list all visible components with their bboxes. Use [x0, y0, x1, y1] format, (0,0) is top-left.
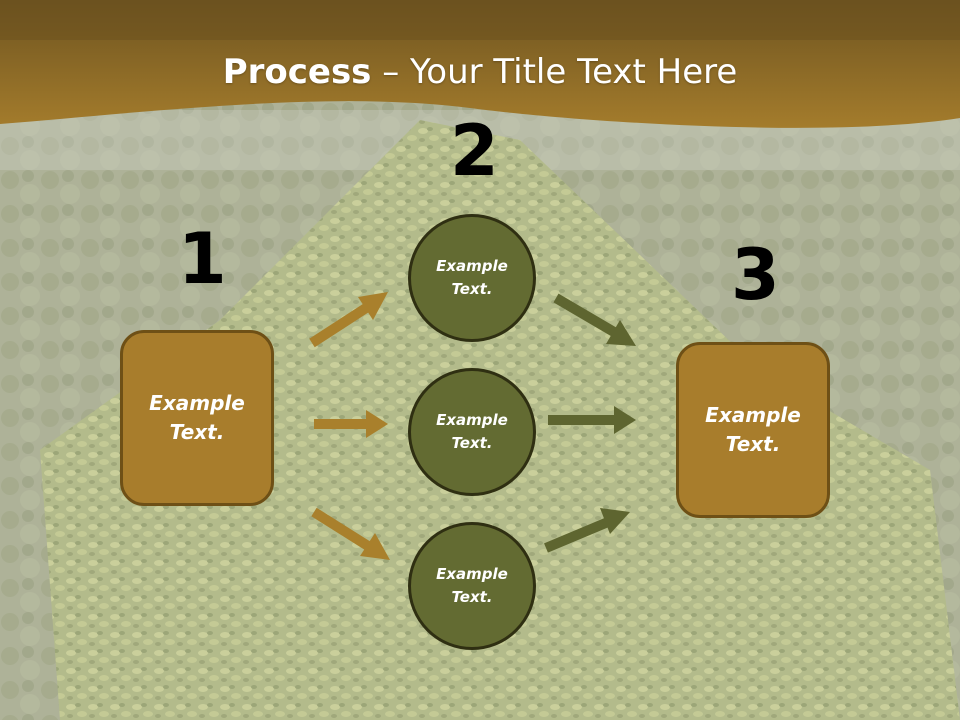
input-box-label: Example Text. [149, 391, 245, 444]
output-box: Example Text. [676, 342, 830, 518]
arrow-out-top [553, 293, 636, 346]
circle-step-top: Example Text. [408, 214, 536, 342]
arrow-in-bottom [311, 507, 390, 560]
arrow-in-middle [314, 410, 388, 438]
arrow-in-top [309, 292, 388, 348]
step-number-1: 1 [178, 218, 227, 300]
circle-step-bottom: Example Text. [408, 522, 536, 650]
circle-bottom-label: Example Text. [436, 565, 508, 606]
circle-middle-label: Example Text. [436, 411, 508, 452]
output-box-label: Example Text. [705, 403, 801, 456]
arrow-out-middle [548, 406, 636, 434]
slide-title: Process – Your Title Text Here [0, 52, 960, 92]
input-box: Example Text. [120, 330, 274, 506]
step-number-3: 3 [731, 234, 780, 316]
arrow-out-bottom [544, 508, 630, 553]
title-rest: – Your Title Text Here [371, 52, 738, 92]
title-bold: Process [222, 52, 372, 92]
circle-step-middle: Example Text. [408, 368, 536, 496]
circle-top-label: Example Text. [436, 257, 508, 298]
step-number-2: 2 [450, 110, 499, 192]
